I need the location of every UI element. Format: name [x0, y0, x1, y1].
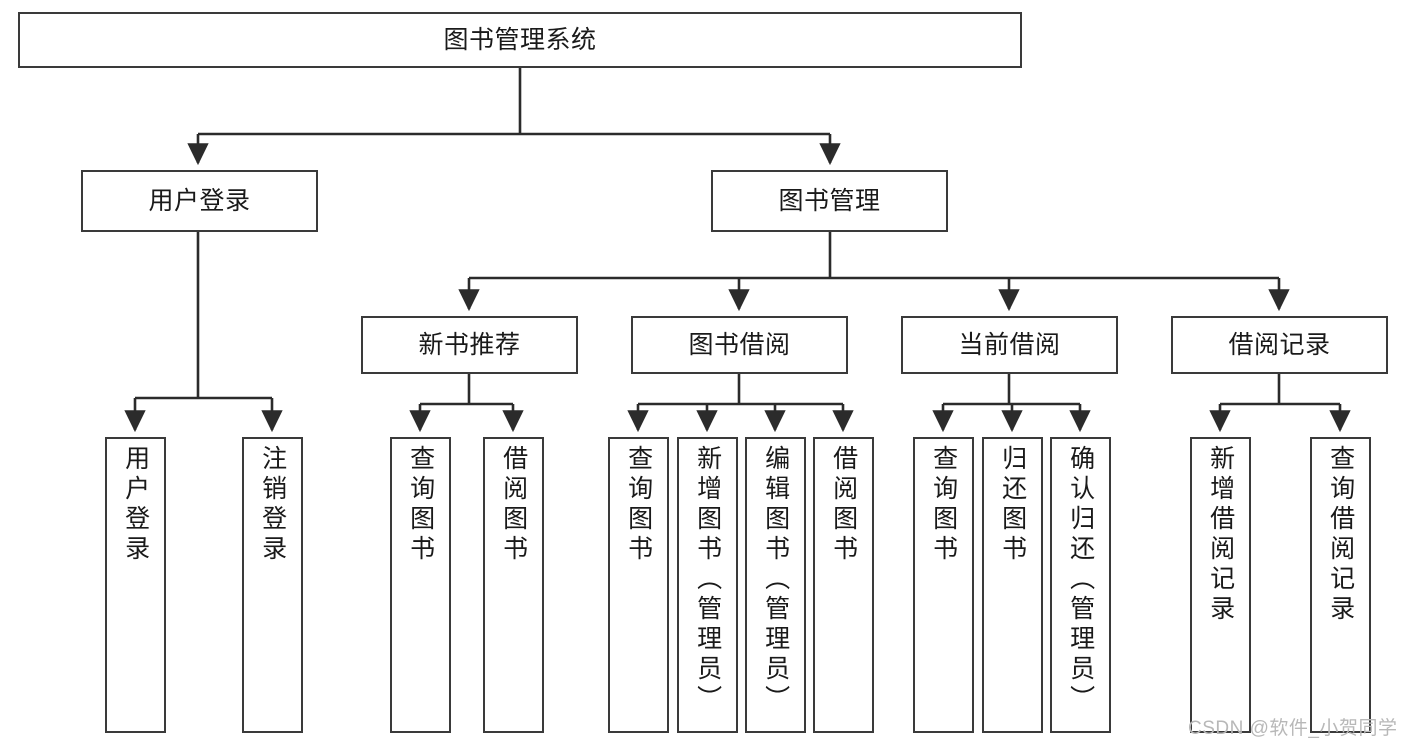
node-label: 归还图书 — [998, 445, 1027, 565]
node-label: 图书借阅 — [688, 330, 791, 359]
node-user-login[interactable]: 用户登录 — [81, 170, 318, 232]
node-label: 用户登录 — [121, 445, 150, 565]
node-label: 新增借阅记录 — [1206, 445, 1235, 625]
node-label: 图书管理 — [778, 186, 881, 215]
node-borrow-record[interactable]: 借阅记录 — [1171, 316, 1388, 374]
leaf-logout[interactable]: 注销登录 — [242, 437, 303, 733]
node-label: 查询借阅记录 — [1326, 445, 1355, 625]
csdn-watermark: CSDN @软件_小贺同学 — [1188, 718, 1398, 739]
node-label: 确认归还（管理员） — [1066, 445, 1095, 715]
leaf-query-borrow-record[interactable]: 查询借阅记录 — [1310, 437, 1371, 733]
node-root[interactable]: 图书管理系统 — [18, 12, 1022, 68]
leaf-query-book-recommend[interactable]: 查询图书 — [390, 437, 451, 733]
node-label: 编辑图书（管理员） — [761, 445, 790, 715]
leaf-return-book[interactable]: 归还图书 — [982, 437, 1043, 733]
leaf-edit-book-admin[interactable]: 编辑图书（管理员） — [745, 437, 806, 733]
leaf-borrow-book[interactable]: 借阅图书 — [813, 437, 874, 733]
leaf-query-book-borrow[interactable]: 查询图书 — [608, 437, 669, 733]
node-label: 借阅图书 — [499, 445, 528, 565]
node-label: 查询图书 — [624, 445, 653, 565]
node-label: 查询图书 — [406, 445, 435, 565]
node-label: 借阅图书 — [829, 445, 858, 565]
leaf-add-book-admin[interactable]: 新增图书（管理员） — [677, 437, 738, 733]
node-label: 新书推荐 — [418, 330, 521, 359]
node-label: 当前借阅 — [958, 330, 1061, 359]
node-book-management[interactable]: 图书管理 — [711, 170, 948, 232]
leaf-add-borrow-record[interactable]: 新增借阅记录 — [1190, 437, 1251, 733]
leaf-borrow-book-recommend[interactable]: 借阅图书 — [483, 437, 544, 733]
node-new-book-recommend[interactable]: 新书推荐 — [361, 316, 578, 374]
node-label: 图书管理系统 — [443, 25, 597, 54]
leaf-confirm-return-admin[interactable]: 确认归还（管理员） — [1050, 437, 1111, 733]
node-book-borrow[interactable]: 图书借阅 — [631, 316, 848, 374]
node-label: 新增图书（管理员） — [693, 445, 722, 715]
node-label: 用户登录 — [148, 186, 251, 215]
node-label: 注销登录 — [258, 445, 287, 565]
leaf-user-login[interactable]: 用户登录 — [105, 437, 166, 733]
leaf-query-book-current[interactable]: 查询图书 — [913, 437, 974, 733]
node-label: 查询图书 — [929, 445, 958, 565]
node-current-borrow[interactable]: 当前借阅 — [901, 316, 1118, 374]
node-label: 借阅记录 — [1228, 330, 1331, 359]
